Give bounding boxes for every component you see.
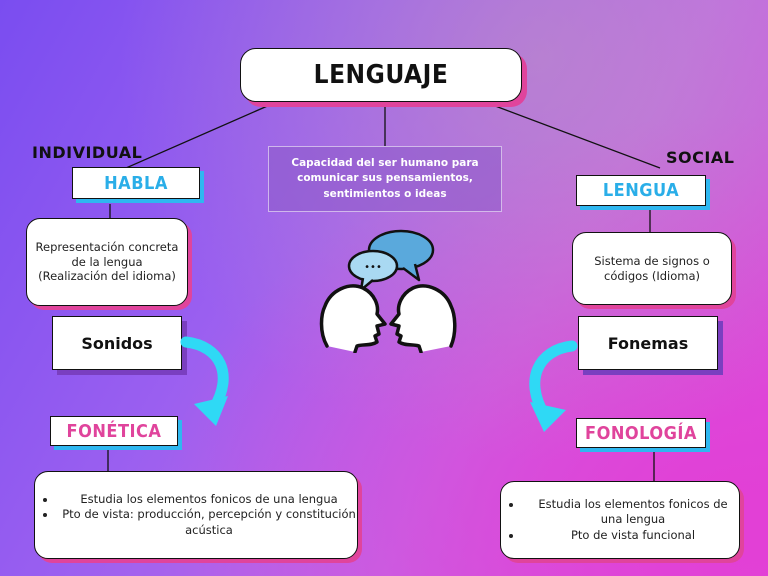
- two-heads-talking-icon: •••: [319, 229, 457, 353]
- fonetica-label: FONÉTICA: [66, 420, 162, 442]
- fonologia-bullets-box: Estudia los elementos fonicos de una len…: [500, 481, 740, 559]
- fonetica-box: FONÉTICA: [50, 416, 178, 446]
- lengua-box: LENGUA: [576, 175, 706, 206]
- habla-box: HABLA: [72, 167, 200, 199]
- speech-dots: •••: [364, 262, 382, 273]
- fonetica-bullets-box: Estudia los elementos fonicos de una len…: [34, 471, 358, 559]
- title-box: LENGUAJE: [240, 48, 522, 102]
- list-item: Pto de vista: producción, percepción y c…: [57, 507, 357, 538]
- lengua-description: Sistema de signos o códigos (Idioma): [594, 253, 710, 283]
- habla-description-box: Representación concreta de la lengua (Re…: [26, 218, 188, 306]
- fonologia-label: FONOLOGÍA: [585, 422, 697, 444]
- fonologia-bullets: Estudia los elementos fonicos de una len…: [501, 497, 739, 544]
- sonidos-label: Sonidos: [81, 333, 153, 353]
- habla-description: Representación concreta de la lengua (Re…: [35, 239, 179, 284]
- fonetica-bullets: Estudia los elementos fonicos de una len…: [35, 492, 357, 539]
- fonologia-box: FONOLOGÍA: [576, 418, 706, 448]
- definition-box: Capacidad del ser humano para comunicar …: [268, 146, 502, 212]
- lengua-description-box: Sistema de signos o códigos (Idioma): [572, 232, 732, 305]
- list-item: Pto de vista funcional: [523, 528, 739, 544]
- lengua-label: LENGUA: [602, 180, 680, 201]
- list-item: Estudia los elementos fonicos de una len…: [57, 492, 357, 508]
- page-title: LENGUAJE: [313, 60, 449, 90]
- curved-arrow-icon: [180, 336, 229, 426]
- sonidos-box: Sonidos: [52, 316, 182, 370]
- fonemas-label: Fonemas: [607, 333, 689, 353]
- social-label: SOCIAL: [666, 148, 735, 167]
- individual-label: INDIVIDUAL: [32, 143, 143, 162]
- list-item: Estudia los elementos fonicos de una len…: [523, 497, 739, 528]
- curved-arrow-icon: [529, 340, 578, 432]
- habla-label: HABLA: [104, 172, 168, 194]
- fonemas-box: Fonemas: [578, 316, 718, 370]
